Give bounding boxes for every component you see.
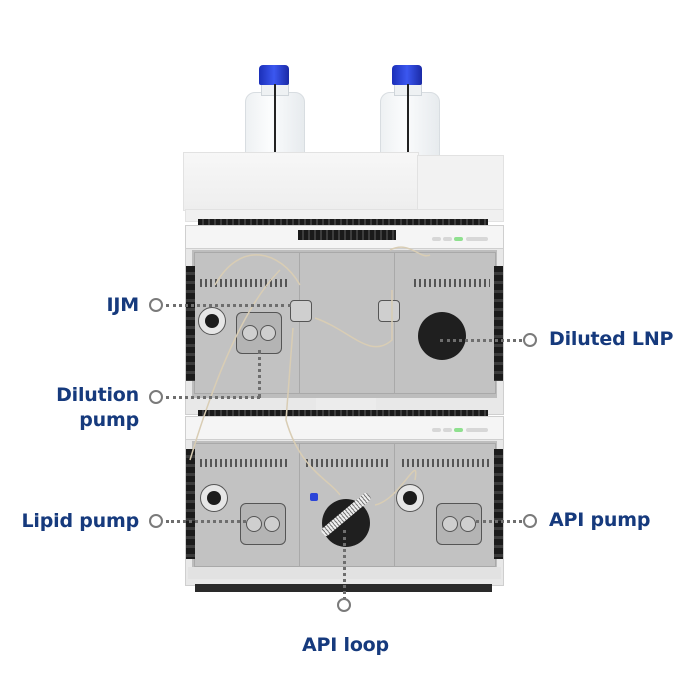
label-dilution-pump: Dilution pump xyxy=(40,384,139,431)
callout-marker-diluted-lnp xyxy=(523,333,537,347)
callout-line-diluted-lnp xyxy=(440,339,522,342)
lower-module xyxy=(185,416,504,586)
valve-icon xyxy=(418,312,466,360)
callout-marker-ijm xyxy=(149,298,163,312)
callout-marker-lipid-pump xyxy=(149,514,163,528)
callout-marker-api-pump xyxy=(523,514,537,528)
label-api-pump: API pump xyxy=(549,509,651,531)
label-diluted-lnp: Diluted LNP xyxy=(549,328,674,350)
label-dilution-pump-line2: pump xyxy=(79,409,139,431)
solvent-tray-back xyxy=(417,155,504,219)
label-dilution-pump-line1: Dilution xyxy=(56,384,139,406)
label-api-loop: API loop xyxy=(302,634,389,656)
callout-marker-dilution-pump xyxy=(149,390,163,404)
solvent-tray xyxy=(183,152,419,211)
label-lipid-pump: Lipid pump xyxy=(21,510,140,532)
callout-line-ijm xyxy=(166,304,291,307)
bottle-cap-icon xyxy=(259,65,289,85)
callout-marker-api-loop xyxy=(337,598,351,612)
callout-line-dilution-pump xyxy=(166,396,260,399)
callout-line-api-loop xyxy=(343,530,346,600)
label-ijm: IJM xyxy=(106,294,140,316)
callout-line-dilution-pump-v xyxy=(258,350,261,398)
callout-line-lipid-pump xyxy=(166,520,246,523)
bottle-cap-icon xyxy=(392,65,422,85)
callout-line-api-pump xyxy=(476,520,522,523)
